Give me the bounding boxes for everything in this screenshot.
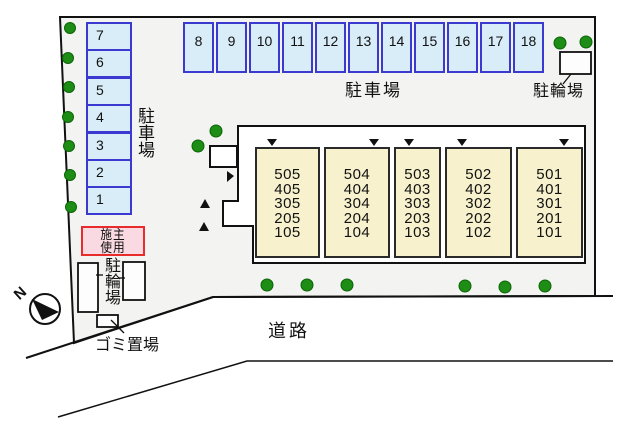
parking-space: 18	[513, 22, 544, 73]
parking-space: 17	[480, 22, 511, 73]
owner-use-line1: 施主	[100, 227, 126, 242]
parking-space: 10	[249, 22, 280, 73]
arrow-up-icon	[200, 199, 210, 208]
tree-icon	[63, 140, 75, 152]
owner-use-box: 施主 使用	[81, 226, 145, 256]
unit-number: 104	[343, 224, 371, 242]
bike-shed-top-right	[559, 51, 592, 75]
unit-number: 401	[536, 180, 563, 198]
building-entrance-porch	[209, 145, 238, 168]
unit-number: 501	[536, 166, 563, 183]
arrow-right-icon	[227, 171, 234, 182]
owner-use-line2: 使用	[100, 240, 126, 255]
bike-parking-top-label: 駐輪場	[533, 83, 585, 100]
parking-space: 12	[315, 22, 346, 73]
unit-number: 404	[343, 180, 371, 198]
entrance-marker-icon	[559, 139, 569, 146]
unit-number: 504	[343, 166, 371, 183]
parking-space: 16	[447, 22, 478, 73]
tree-icon	[62, 111, 74, 123]
entrance-marker-icon	[369, 139, 379, 146]
garbage-area-label: ゴミ置場	[95, 337, 160, 354]
unit-number: 203	[404, 209, 431, 227]
unit-number: 405	[274, 180, 301, 198]
bike-parking-left-label: 駐輪場	[102, 257, 119, 305]
unit-number: 505	[274, 166, 301, 183]
tree-icon	[458, 279, 472, 293]
road-label: 道路	[268, 321, 310, 341]
unit-number: 403	[404, 180, 431, 198]
unit-number: 503	[404, 166, 431, 183]
arrow-up-icon	[199, 222, 209, 231]
parking-top-label: 駐車場	[345, 81, 402, 100]
tree-icon	[64, 22, 76, 34]
bike-shed-left-b	[122, 261, 146, 301]
garbage-pointer-line	[110, 319, 125, 334]
unit-number: 304	[343, 195, 371, 213]
unit-column: 502 402 302 202 102	[445, 147, 512, 258]
unit-column: 505 405 305 205 105	[255, 147, 320, 258]
entrance-marker-icon	[404, 139, 414, 146]
entrance-marker-icon	[267, 139, 277, 146]
parking-space: 15	[414, 22, 445, 73]
trees	[62, 22, 593, 294]
tree-icon	[209, 124, 223, 138]
tree-icon	[340, 278, 354, 292]
parking-space: 1	[86, 186, 132, 215]
unit-number: 303	[404, 195, 431, 213]
unit-number: 205	[274, 209, 301, 227]
tree-icon	[62, 52, 74, 64]
tree-icon	[191, 139, 205, 153]
entrance-marker-icon	[457, 139, 467, 146]
tree-icon	[64, 169, 76, 181]
unit-number: 102	[465, 224, 492, 242]
garbage-box	[96, 314, 119, 328]
parking-space: 13	[348, 22, 379, 73]
compass-needle-icon	[32, 299, 59, 320]
tree-icon	[498, 280, 512, 294]
tree-icon	[579, 35, 593, 49]
parking-space: 4	[86, 104, 132, 133]
unit-number: 105	[274, 224, 301, 242]
road-upper-edge	[25, 295, 614, 359]
parking-left-label: 駐車場	[135, 107, 154, 158]
parking-space: 14	[381, 22, 412, 73]
bike-top-pointer-line	[562, 73, 572, 85]
tree-icon	[553, 36, 567, 50]
unit-number: 202	[465, 209, 492, 227]
tree-icon	[538, 279, 552, 293]
unit-column: 501 401 301 201 101	[516, 147, 583, 258]
tree-icon	[260, 278, 274, 292]
unit-number: 402	[465, 180, 492, 198]
tree-icon	[63, 81, 75, 93]
parking-space: 11	[282, 22, 313, 73]
tree-icon	[300, 278, 314, 292]
road-lower-edge	[57, 360, 613, 418]
parking-space: 7	[86, 22, 132, 51]
parking-space: 8	[183, 22, 214, 73]
unit-number: 502	[465, 166, 492, 183]
tree-icon	[65, 201, 77, 213]
unit-number: 302	[465, 195, 492, 213]
parking-space: 5	[86, 77, 132, 106]
unit-number: 103	[404, 224, 431, 242]
unit-number: 305	[274, 195, 301, 213]
unit-column: 503 403 303 203 103	[394, 147, 441, 258]
unit-column: 504 404 304 204 104	[324, 147, 390, 258]
unit-number: 201	[536, 209, 563, 227]
unit-number: 204	[343, 209, 371, 227]
parking-space: 9	[216, 22, 247, 73]
bike-shed-left-a	[77, 262, 99, 313]
unit-number: 101	[536, 224, 563, 242]
unit-number: 301	[536, 195, 563, 213]
parking-space: 6	[86, 49, 132, 78]
parking-space: 3	[86, 132, 132, 161]
parking-space: 2	[86, 159, 132, 188]
